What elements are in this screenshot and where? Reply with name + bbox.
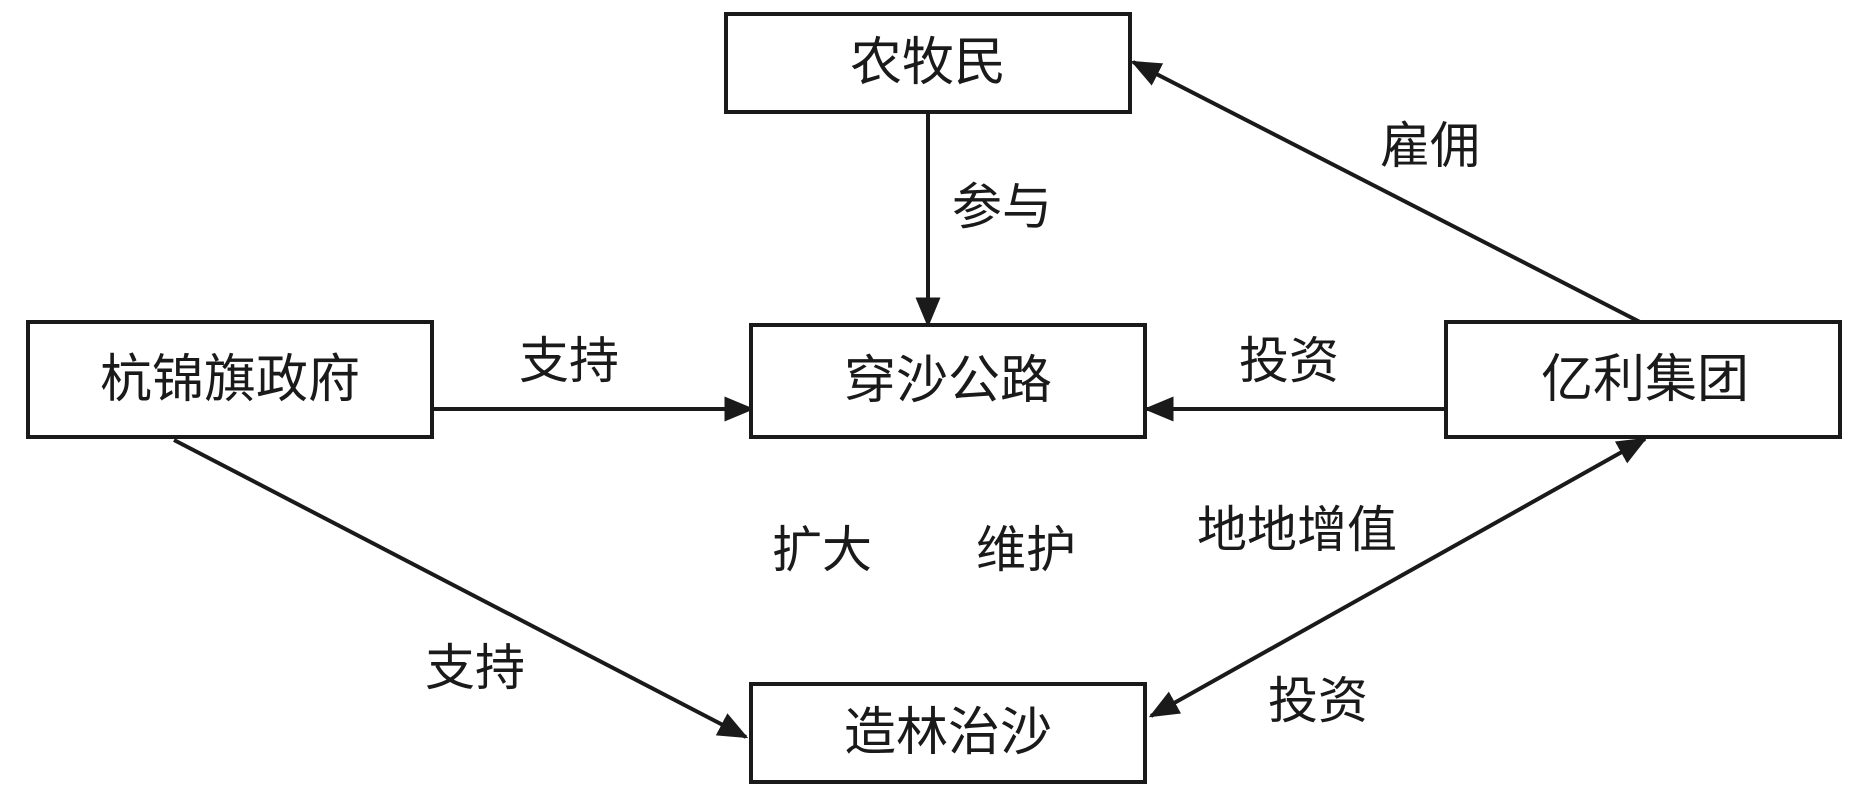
node-elion: 亿利集团 [1444,320,1842,439]
node-government-label: 杭锦旗政府 [100,350,360,410]
edge-label-support-road: 支持 [519,332,619,390]
node-farmers-label: 农牧民 [850,33,1006,93]
edge-label-invest-afforestation: 投资 [1268,672,1368,730]
edge-label-employ: 雇佣 [1380,117,1480,175]
edge-elion-to-farmers [1130,60,1641,324]
node-road-label: 穿沙公路 [844,351,1052,411]
edge-government-to-afforestation [173,438,749,739]
node-elion-label: 亿利集团 [1541,350,1749,410]
node-road: 穿沙公路 [749,323,1147,439]
node-afforestation-label: 造林治沙 [844,703,1052,763]
edge-label-participate: 参与 [952,178,1052,236]
edge-label-support-afforestation: 支持 [425,639,525,697]
node-farmers: 农牧民 [724,12,1132,114]
node-government: 杭锦旗政府 [26,320,434,439]
edge-label-expand: 扩大 [772,521,872,579]
edge-label-invest-road: 投资 [1239,332,1339,390]
edge-label-land-appreciation: 地地增值 [1197,501,1397,559]
edge-elion-afforestation [1148,437,1648,718]
edge-label-maintain: 维护 [976,521,1076,579]
node-afforestation: 造林治沙 [749,682,1147,784]
